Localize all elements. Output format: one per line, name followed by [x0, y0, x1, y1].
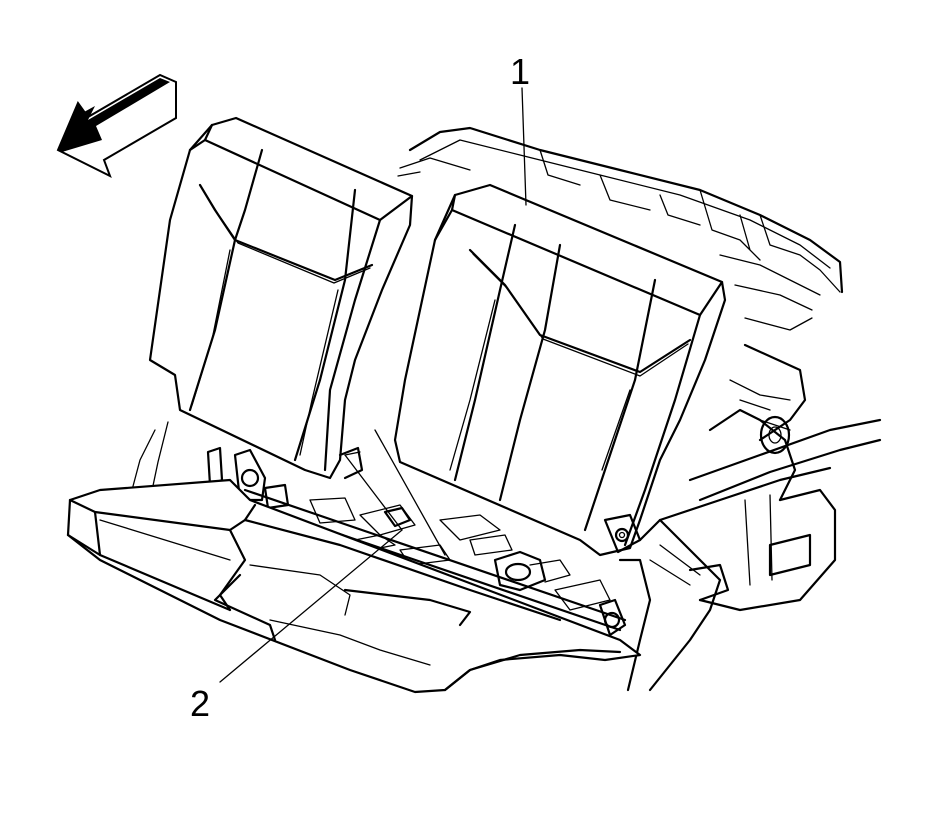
- right-seat-back: [393, 183, 727, 557]
- left-seat-back: [148, 116, 414, 480]
- callout-2-label: 2: [190, 683, 210, 724]
- callout-2-leader-b: [374, 429, 446, 556]
- callout-2-leader-a: [344, 454, 403, 531]
- callout-2-leader: [219, 529, 403, 683]
- leader-lines: [219, 87, 527, 683]
- seat-cushion: [66, 478, 642, 694]
- vehicle-body-structure: [397, 126, 882, 692]
- forward-direction-arrow-icon: [56, 73, 177, 179]
- callout-1-leader: [521, 87, 527, 206]
- callout-1-label: 1: [510, 51, 530, 92]
